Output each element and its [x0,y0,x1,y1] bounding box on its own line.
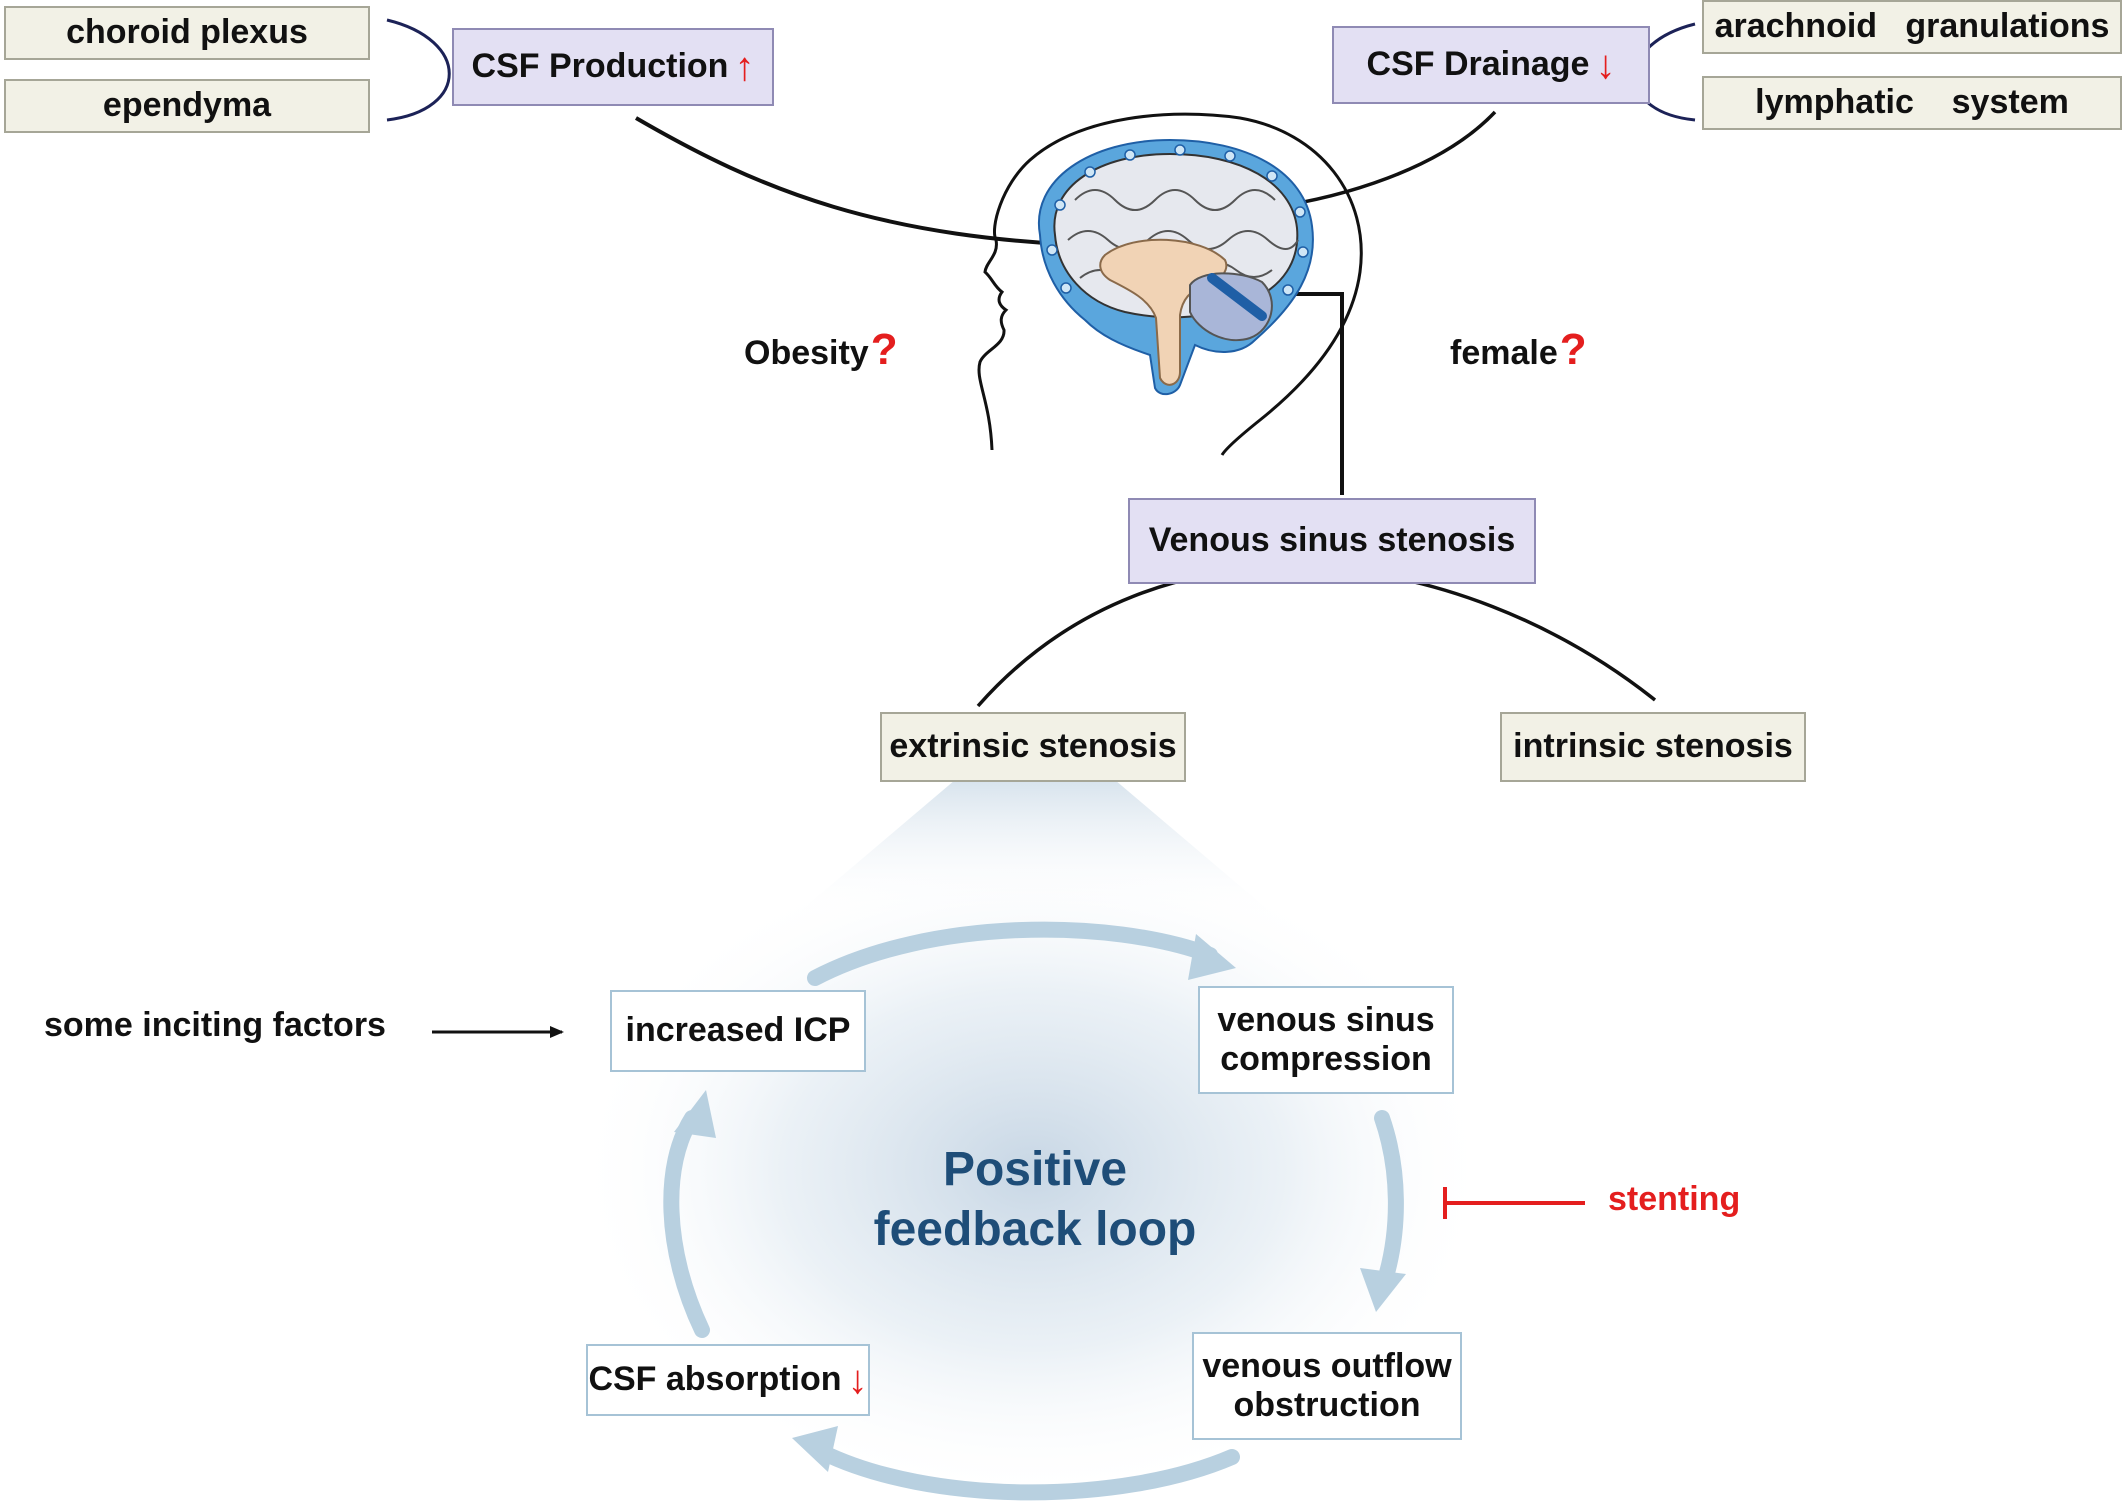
lymphatic-system-box: lymphatic system [1702,76,2122,130]
production-to-brain-arrow [634,116,1112,252]
obstruction-line2: obstruction [1233,1386,1421,1424]
cerebellum-icon [1189,272,1273,342]
loop-arrowhead-left [674,1090,716,1138]
stenosis-split-arc [976,565,1657,708]
female-label: female [1450,334,1558,372]
female-factor: female? [1450,325,1587,375]
intrinsic-stenosis-box: intrinsic stenosis [1500,712,1806,782]
venous-sinus-stenosis-box: Venous sinus stenosis [1128,498,1536,584]
intrinsic-stenosis-label: intrinsic stenosis [1513,727,1793,766]
csf-production-label: CSF Production [471,47,729,86]
down-arrow-icon: ↓ [847,1358,868,1402]
up-arrow-icon: ↑ [734,45,755,89]
loop-arrow-left [663,1110,710,1338]
brainstem-icon [1099,238,1228,386]
loop-arrow-top [807,921,1218,986]
csf-drainage-box: CSF Drainage ↓ [1332,26,1650,104]
venous-outflow-obstruction-box: venous outflow obstruction [1192,1332,1462,1440]
increased-icp-box: increased ICP [610,990,866,1072]
csf-production-box: CSF Production ↑ [452,28,774,106]
down-arrow-icon: ↓ [1595,43,1616,87]
question-mark-icon: ? [870,325,898,374]
gyri-icon [1067,189,1299,287]
loop-arrow-right [1374,1110,1404,1288]
choroid-plexus-label: choroid plexus [66,13,308,52]
head-outline-icon [977,112,1363,456]
loop-arrow-bottom [814,1444,1240,1501]
drainage-to-brain-arrow [1266,110,1497,213]
loop-arrowhead-top [1188,934,1236,980]
venous-sinus-icon [1207,273,1267,321]
question-mark-icon: ? [1559,325,1587,374]
loop-title-line2: feedback loop [873,1203,1197,1256]
compression-line1: venous sinus [1217,1000,1435,1039]
obesity-factor: Obesity? [744,325,898,375]
venous-sinus-compression-box: venous sinus compression [1198,986,1454,1094]
granulation-dots-icon [1046,144,1309,296]
lymphatic-system-label: lymphatic system [1755,83,2069,122]
loop-title: Positive feedback loop [820,1140,1250,1260]
obstruction-line1: venous outflow [1202,1346,1452,1385]
ependyma-box: ependyma [4,79,370,133]
loop-arrowhead-right [1360,1268,1406,1312]
stenting-label: stenting [1608,1180,1741,1218]
arachnoid-granulations-label: arachnoid granulations [1714,7,2110,46]
ependyma-label: ependyma [102,86,272,125]
production-bracket [386,18,451,122]
extrinsic-stenosis-box: extrinsic stenosis [880,712,1186,782]
brain-illustration [977,112,1363,456]
increased-icp-label: increased ICP [625,1011,851,1050]
choroid-plexus-box: choroid plexus [4,6,370,60]
csf-absorption-box: CSF absorption ↓ [586,1344,870,1416]
extrinsic-stenosis-label: extrinsic stenosis [889,727,1177,766]
loop-title-line1: Positive [942,1143,1128,1196]
venous-sinus-stenosis-label: Venous sinus stenosis [1148,521,1516,560]
csf-drainage-label: CSF Drainage [1366,45,1590,84]
arachnoid-granulations-box: arachnoid granulations [1702,0,2122,54]
csf-absorption-label: CSF absorption [588,1360,842,1399]
loop-arrowhead-bottom [792,1426,838,1472]
obesity-label: Obesity [744,334,869,372]
inciting-factors-label: some inciting factors [44,1006,386,1044]
compression-line2: compression [1220,1040,1432,1078]
